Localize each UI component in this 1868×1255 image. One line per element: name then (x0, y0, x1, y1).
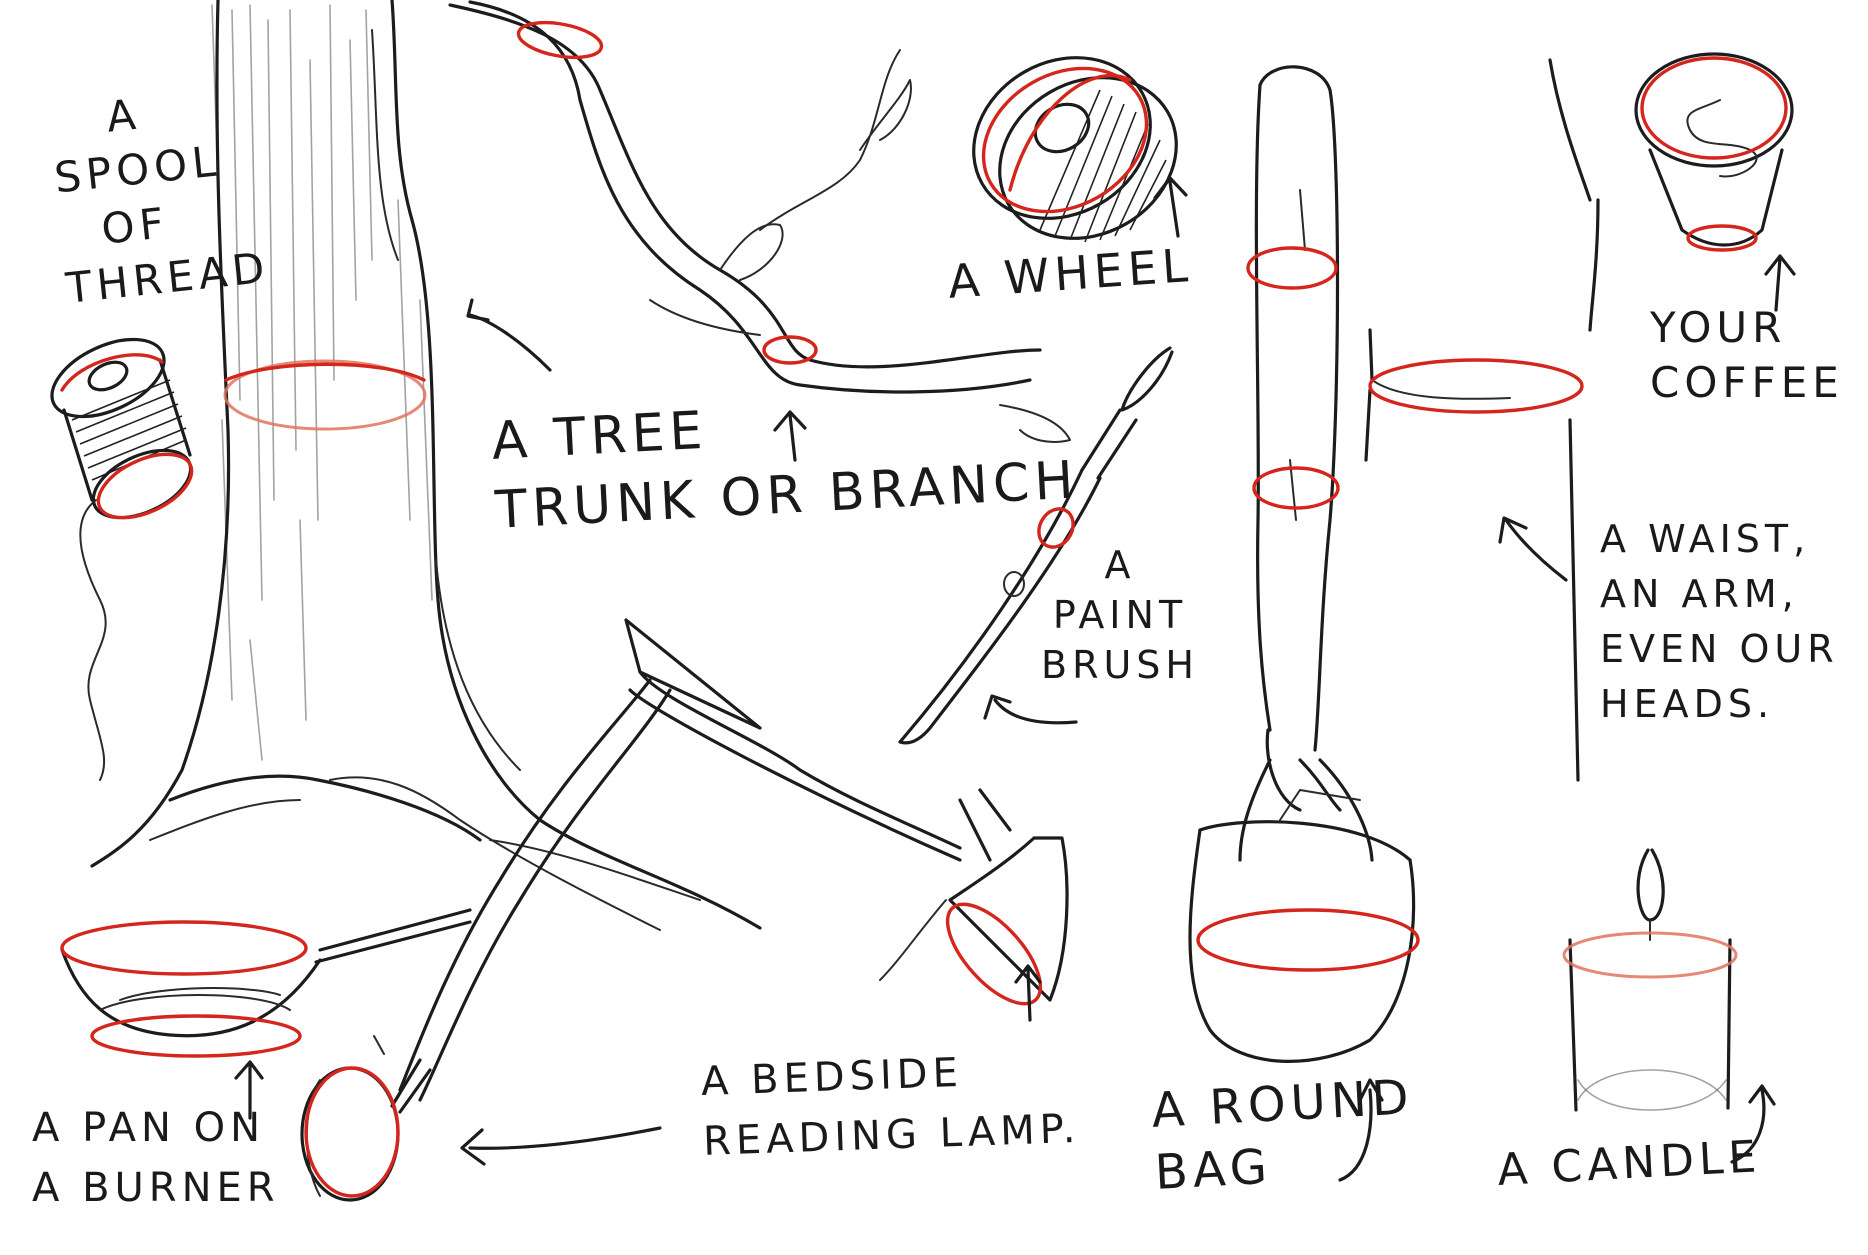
spool-drawing (50, 337, 193, 781)
waist-drawing (1364, 58, 1600, 782)
branch-circle (762, 335, 818, 365)
coffee-cup-drawing (1634, 52, 1794, 247)
branch-drawing (448, 0, 1071, 443)
paint-brush-arrow-icon (983, 694, 1078, 725)
tree-arrow-up-icon (773, 410, 807, 462)
bag-circle (1196, 908, 1420, 972)
pan-arrow-icon (234, 1060, 264, 1120)
tree-trunk-circle-top (224, 362, 426, 382)
spool-bottom-circle (96, 452, 194, 520)
coffee-arrow-icon (1764, 254, 1796, 312)
label-paint-brush: A PAINT BRUSH (1041, 543, 1199, 688)
waist-circle (1368, 358, 1584, 414)
burner-circle (90, 1014, 302, 1058)
label-lamp: A BEDSIDE READING LAMP. (700, 1049, 1082, 1165)
wheel-circle (981, 66, 1149, 214)
wheel-drawing (972, 56, 1178, 243)
bag-arrow-icon (1338, 1078, 1384, 1182)
candle-arrow-icon (1730, 1084, 1776, 1164)
wheel-arrow-icon (1153, 176, 1188, 238)
candle-bottom-circle (1577, 1069, 1727, 1101)
pan-rim-circle (60, 920, 308, 976)
tree-arrow-left-icon (466, 298, 552, 372)
label-coffee: YOUR COFFEE (1650, 303, 1844, 408)
upper-arm-circle (1246, 246, 1338, 290)
arm-drawing (1254, 65, 1342, 812)
forearm-circle (1252, 466, 1340, 510)
wheel-inner-curve (1008, 73, 1132, 192)
lamp-drawing (398, 618, 1069, 1102)
waist-arrow-icon (1498, 516, 1568, 582)
tree-trunk-circle (223, 359, 427, 431)
lamp-base-arrow-icon (460, 1126, 662, 1166)
candle-top-circle (1562, 931, 1738, 979)
label-waist: A WAIST, AN ARM, EVEN OUR HEADS. (1600, 517, 1839, 727)
lamp-base-circle (304, 1066, 400, 1198)
lamp-arrow-icon (1014, 964, 1042, 1022)
paint-brush-circle (1037, 507, 1075, 549)
spool-top-circle (60, 353, 164, 392)
candle-drawing (1568, 848, 1732, 1112)
lamp-shade-circle (945, 902, 1043, 1006)
branch-top-circle (516, 20, 604, 60)
label-pan: A PAN ON A BURNER (32, 1105, 280, 1211)
coffee-base-circle (1686, 224, 1758, 252)
label-spool: A SPOOL OF THREAD (52, 89, 272, 314)
round-bag-drawing (1188, 758, 1416, 1063)
tree-trunk-drawing (90, 0, 762, 931)
label-bag: A ROUND BAG (1150, 1069, 1415, 1202)
coffee-rim-circle (1640, 56, 1788, 160)
paint-brush-drawing (898, 346, 1174, 745)
pan-drawing (60, 908, 472, 1038)
